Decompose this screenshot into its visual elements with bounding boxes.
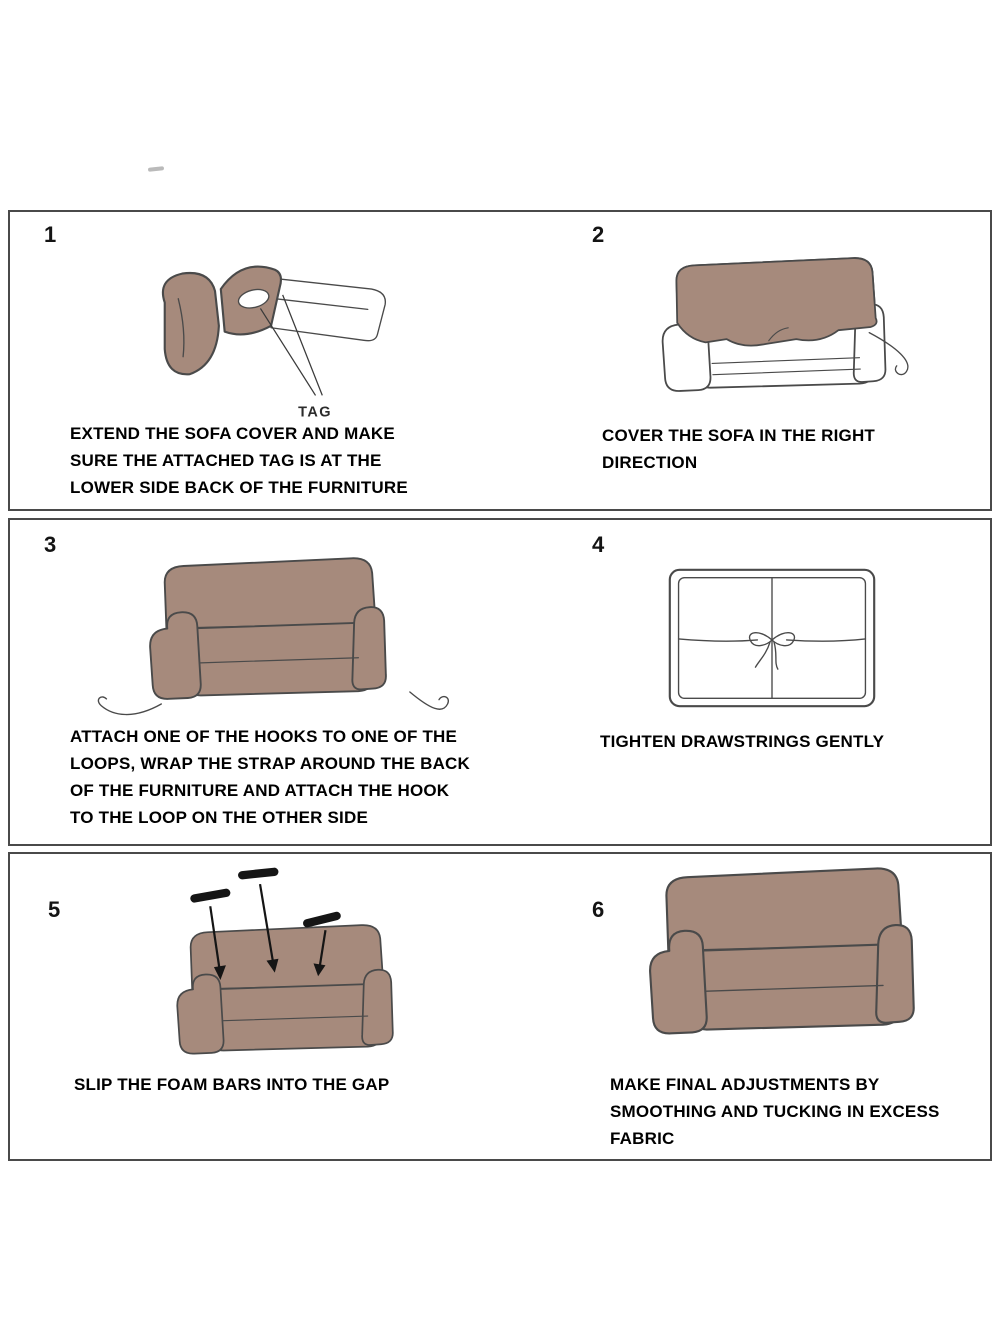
drawstring-bow-icon — [668, 568, 876, 708]
brand-mark — [147, 166, 165, 172]
finished-sofa-icon — [649, 867, 915, 1035]
covered-sofa-straps-icon — [97, 557, 450, 716]
instruction-row-1: 1 TAG EXTEND THE SOF — [8, 210, 992, 511]
tag-label: TAG — [298, 405, 332, 421]
step-4-caption: TIGHTEN DRAWSTRINGS GENTLY — [600, 732, 885, 751]
step-6-caption: MAKE FINAL ADJUSTMENTS BY SMOOTHING AND … — [610, 1075, 940, 1148]
covered-sofa-straps-illustration — [65, 548, 477, 728]
step-2-caption: COVER THE SOFA IN THE RIGHT DIRECTION — [602, 426, 876, 472]
step-1-number: 1 — [44, 222, 57, 247]
sofa-cover-extended-illustration: TAG — [128, 242, 418, 427]
foam-bars-illustration — [128, 862, 440, 1074]
foam-bars-icon — [176, 867, 394, 1055]
sofa-being-covered-icon — [661, 257, 909, 392]
sofa-cover-extended-icon: TAG — [161, 265, 387, 421]
step-1: 1 TAG EXTEND THE SOF — [10, 212, 502, 509]
step-4-number: 4 — [592, 532, 605, 557]
step-6-number: 6 — [592, 897, 605, 922]
step-5-caption: SLIP THE FOAM BARS INTO THE GAP — [74, 1075, 390, 1094]
instruction-row-2: 3 ATTACH ONE OF THE HOOKS TO ONE OF THE … — [8, 518, 992, 846]
sofa-being-covered-illustration — [597, 250, 947, 412]
step-3: 3 ATTACH ONE OF THE HOOKS TO ONE OF THE … — [10, 520, 502, 844]
step-3-caption: ATTACH ONE OF THE HOOKS TO ONE OF THE LO… — [70, 727, 470, 827]
instruction-row-3: 5 — [8, 852, 992, 1161]
step-1-caption: EXTEND THE SOFA COVER AND MAKE SURE THE … — [70, 424, 408, 497]
step-5-number: 5 — [48, 897, 61, 922]
step-2: 2 COVER THE SOFA IN — [502, 212, 994, 509]
step-4: 4 TIGHTEN DRAWSTRINGS GENTLY — [502, 520, 994, 844]
step-3-number: 3 — [44, 532, 57, 557]
step-6: 6 MAKE FINAL ADJUSTMENTS BY SMOOTHING AN… — [502, 854, 994, 1159]
step-2-number: 2 — [592, 222, 605, 247]
step-5: 5 — [10, 854, 502, 1159]
finished-sofa-illustration — [607, 860, 952, 1062]
sofa-back-drawstring-illustration — [664, 565, 880, 711]
